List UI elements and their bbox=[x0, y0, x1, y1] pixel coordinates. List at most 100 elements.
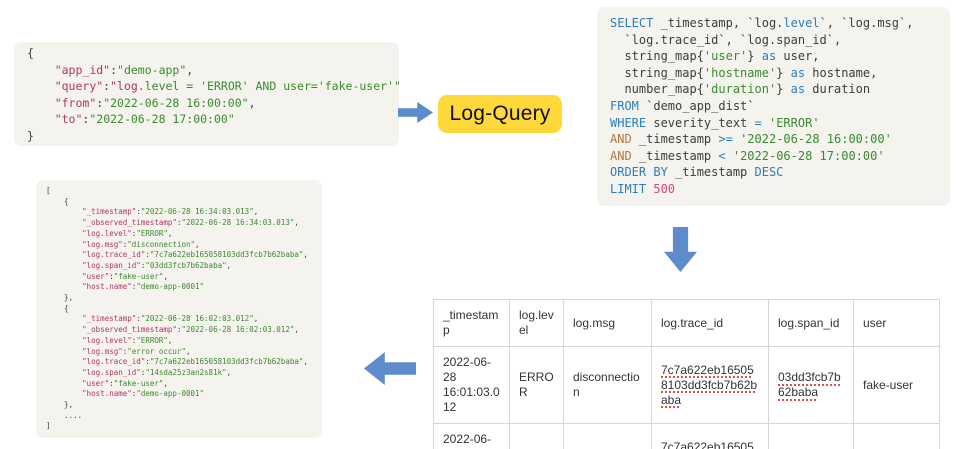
code-token: as bbox=[761, 49, 777, 64]
code-token: 'duration' bbox=[703, 82, 777, 97]
code-line: "log.level":"ERROR", bbox=[46, 336, 312, 347]
code-token: "log.trace_id" bbox=[82, 250, 146, 260]
code-line: "user":"fake-user", bbox=[46, 272, 312, 283]
code-token: "_timestamp" bbox=[82, 314, 137, 324]
code-token: , bbox=[185, 346, 191, 356]
table-row: 2022-06-28 16:02:03.012ERRORerror occur7… bbox=[433, 423, 940, 449]
code-token: }, bbox=[46, 400, 74, 410]
arrow-down-icon bbox=[664, 227, 697, 272]
code-token: "2022-06-28 16:02:03.012" bbox=[140, 314, 254, 324]
table-cell: error occur bbox=[563, 423, 652, 449]
code-token: , bbox=[186, 62, 194, 77]
code-line: "log.span_id":"14sda25z3an2s81k", bbox=[46, 368, 312, 379]
code-token: "2022-06-28 16:34:03.013" bbox=[140, 207, 254, 217]
code-token bbox=[46, 250, 82, 259]
code-token: "log.trace_id" bbox=[82, 357, 146, 367]
table-cell: disconnection bbox=[563, 346, 652, 424]
code-token: AND bbox=[610, 132, 632, 147]
code-line: FROM `demo_app_dist` bbox=[610, 98, 937, 115]
table-cell: 2022-06-28 16:02:03.012 bbox=[433, 423, 510, 449]
response-json-block: [ { "_timestamp":"2022-06-28 16:34:03.01… bbox=[36, 180, 322, 438]
code-token: , bbox=[294, 218, 299, 228]
code-token: "error occur" bbox=[127, 346, 186, 356]
code-line: ORDER BY _timestamp DESC bbox=[610, 164, 937, 181]
code-line: AND _timestamp < '2022-06-28 17:00:00' bbox=[610, 148, 937, 165]
code-token: WHERE bbox=[610, 115, 647, 130]
log-query-box: Log-Query bbox=[438, 95, 562, 133]
code-token: as bbox=[790, 65, 806, 80]
code-token: as bbox=[790, 82, 806, 97]
code-token: LIMIT bbox=[610, 181, 647, 196]
code-token: "demo-app-0001" bbox=[136, 282, 205, 292]
code-token bbox=[46, 229, 82, 238]
code-line: "_timestamp":"2022-06-28 16:02:03.012", bbox=[46, 314, 312, 325]
code-token: : bbox=[140, 367, 146, 377]
code-token: "_timestamp" bbox=[82, 207, 137, 217]
code-token: "log.level" bbox=[82, 335, 132, 345]
code-token: , bbox=[248, 95, 256, 110]
table-cell: ERROR bbox=[509, 423, 564, 449]
code-token: '2022-06-28 16:00:00' bbox=[740, 132, 892, 147]
code-line: }, bbox=[46, 293, 312, 304]
code-token bbox=[726, 149, 733, 163]
code-token: : bbox=[109, 271, 114, 281]
code-token: : bbox=[82, 112, 90, 126]
code-token: "2022-06-28 17:00:00" bbox=[89, 112, 235, 126]
code-token: } bbox=[747, 49, 762, 64]
code-token: , bbox=[253, 314, 259, 324]
code-token: : bbox=[96, 95, 104, 110]
code-token: "host.name" bbox=[82, 282, 132, 292]
arrow-right-icon bbox=[398, 102, 433, 123]
code-token: } bbox=[27, 128, 34, 143]
code-token: "demo-app-0001" bbox=[136, 389, 205, 399]
code-line: "_observed_timestamp":"2022-06-28 16:34:… bbox=[46, 218, 312, 229]
sql-query-block: SELECT _timestamp, `log.level`, `log.msg… bbox=[597, 7, 950, 206]
code-token: severity_text bbox=[646, 115, 755, 130]
code-token: "_observed_timestamp" bbox=[82, 218, 177, 228]
code-token: : bbox=[140, 260, 146, 270]
code-line: { bbox=[46, 197, 312, 208]
code-token: , bbox=[294, 325, 299, 335]
code-token: : bbox=[131, 335, 137, 345]
code-line: "_observed_timestamp":"2022-06-28 16:02:… bbox=[46, 325, 312, 336]
code-line: "_timestamp":"2022-06-28 16:34:03.013", bbox=[46, 207, 312, 218]
table-header-cell: _timestamp bbox=[433, 299, 510, 347]
code-token: : bbox=[136, 207, 141, 217]
code-token bbox=[46, 389, 82, 398]
request-json-block: { "app_id":"demo-app", "query":"log.leve… bbox=[14, 42, 399, 146]
code-line: "to":"2022-06-28 17:00:00" bbox=[27, 111, 386, 128]
code-token: _timestamp bbox=[631, 148, 719, 163]
code-token bbox=[46, 357, 82, 366]
code-token bbox=[46, 218, 82, 227]
code-token: 'hostname' bbox=[703, 65, 777, 80]
code-line: "app_id":"demo-app", bbox=[27, 62, 386, 79]
code-token bbox=[46, 261, 82, 270]
code-token: , bbox=[226, 367, 232, 377]
code-token: , bbox=[163, 378, 168, 388]
code-line: `log.trace_id`, `log.span_id`, bbox=[610, 32, 937, 49]
code-token: level = 'ERROR' AND user='fake-user'" bbox=[144, 79, 399, 93]
code-line: "host.name":"demo-app-0001" bbox=[46, 282, 312, 293]
code-token: : bbox=[145, 250, 150, 260]
code-line: .... bbox=[46, 411, 312, 422]
code-line: "host.name":"demo-app-0001" bbox=[46, 389, 312, 400]
code-token: : bbox=[136, 314, 141, 324]
code-token: = bbox=[754, 115, 762, 130]
code-line: "log.trace_id":"7c7a622eb165058103dd3fcb… bbox=[46, 250, 312, 261]
code-token: , bbox=[303, 357, 308, 367]
code-token: "ERROR" bbox=[136, 228, 168, 238]
code-token bbox=[762, 116, 769, 130]
code-line: AND _timestamp >= '2022-06-28 16:00:00' bbox=[610, 131, 937, 148]
code-token: "2022-06-28 16:34:03.013" bbox=[181, 218, 295, 228]
code-token: "2022-06-28 16:02:03.012" bbox=[181, 325, 295, 335]
code-token bbox=[46, 325, 82, 334]
table-cell: 7c7a622eb165058103dd3fcb7b62baba bbox=[651, 346, 769, 424]
code-token: '2022-06-28 17:00:00' bbox=[732, 148, 885, 163]
table-header-cell: log.level bbox=[509, 299, 564, 347]
code-token: , bbox=[253, 207, 259, 217]
code-token: hostname, bbox=[805, 65, 878, 80]
